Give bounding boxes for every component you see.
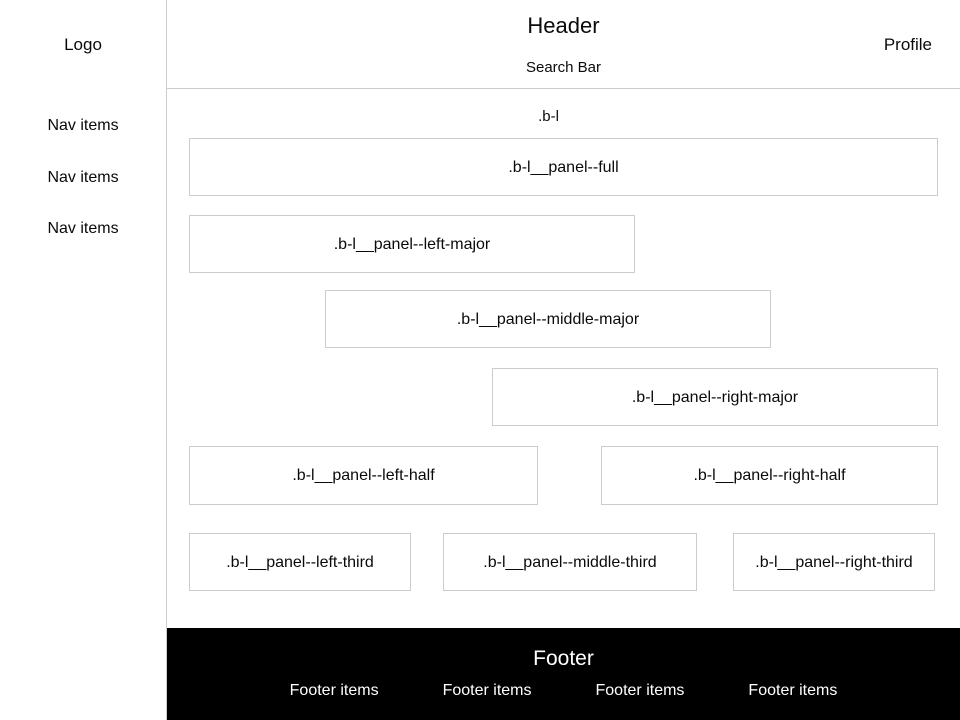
footer-items-row: Footer items Footer items Footer items F… xyxy=(167,681,960,701)
footer-item-4[interactable]: Footer items xyxy=(748,682,838,699)
panel-left-half: .b-l__panel--left-half xyxy=(189,446,538,505)
panel-left-third-label: .b-l__panel--left-third xyxy=(226,553,374,571)
panel-full-label: .b-l__panel--full xyxy=(508,158,619,176)
footer-item-1[interactable]: Footer items xyxy=(289,682,379,699)
panel-middle-third: .b-l__panel--middle-third xyxy=(443,533,697,591)
panel-left-third: .b-l__panel--left-third xyxy=(189,533,411,591)
logo[interactable]: Logo xyxy=(64,35,102,54)
panel-left-major-label: .b-l__panel--left-major xyxy=(333,235,491,253)
footer-item-2[interactable]: Footer items xyxy=(442,682,532,699)
panel-left-half-label: .b-l__panel--left-half xyxy=(292,467,435,484)
panel-middle-third-label: .b-l__panel--middle-third xyxy=(483,553,657,571)
profile-link[interactable]: Profile xyxy=(883,35,932,54)
panel-right-third: .b-l__panel--right-third xyxy=(733,533,935,591)
panel-right-major-label: .b-l__panel--right-major xyxy=(631,388,799,406)
search-bar[interactable]: Search Bar xyxy=(525,59,602,76)
sidebar-nav-item-3[interactable]: Nav items xyxy=(47,220,119,237)
sidebar-nav-item-2[interactable]: Nav items xyxy=(47,169,119,186)
footer xyxy=(167,628,960,720)
panel-right-major: .b-l__panel--right-major xyxy=(492,368,938,426)
sidebar-nav-item-1[interactable]: Nav items xyxy=(47,117,119,134)
panel-left-major: .b-l__panel--left-major xyxy=(189,215,635,273)
panel-right-half: .b-l__panel--right-half xyxy=(601,446,938,505)
panel-middle-major: .b-l__panel--middle-major xyxy=(325,290,771,348)
panel-right-third-label: .b-l__panel--right-third xyxy=(755,553,913,571)
footer-item-3[interactable]: Footer items xyxy=(595,682,685,699)
panel-middle-major-label: .b-l__panel--middle-major xyxy=(456,310,640,328)
footer-title: Footer xyxy=(533,647,594,670)
panel-right-half-label: .b-l__panel--right-half xyxy=(693,467,846,484)
header-title: Header xyxy=(527,13,600,38)
layout-container-label: .b-l xyxy=(538,108,559,125)
sidebar: Logo Nav items Nav items Nav items xyxy=(0,0,167,720)
header: Header Search Bar Profile xyxy=(167,0,960,89)
panel-full: .b-l__panel--full xyxy=(189,138,938,196)
